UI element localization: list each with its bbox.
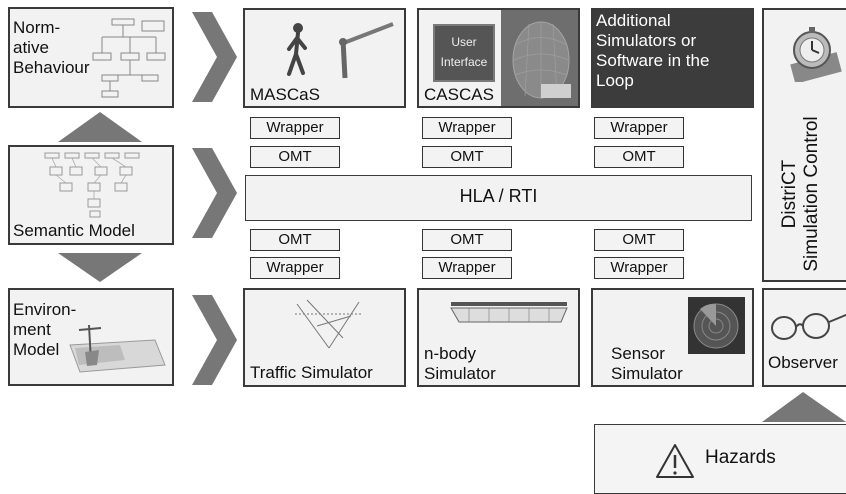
traffic-simulator-label: Traffic Simulator — [250, 363, 373, 382]
stopwatch-icon — [790, 27, 842, 82]
right-arrow-environment — [192, 295, 237, 385]
behaviour-tree-thumbnail — [92, 18, 166, 98]
normative-behaviour-box: Norm- ative Behaviour — [8, 7, 174, 108]
ship-thumbnail — [450, 302, 568, 323]
pedestrian-crane-thumbnail — [287, 22, 394, 79]
sensor-simulator-box: Sensor Simulator — [591, 288, 754, 387]
nbody-simulator-box: n-body Simulator — [417, 288, 580, 387]
semantic-graph-thumbnail — [44, 152, 140, 218]
omt-mascas-top: OMT — [250, 146, 340, 168]
wrapper-mascas-top: Wrapper — [250, 117, 340, 139]
additional-simulators-box: Additional Simulators or Software in the… — [591, 8, 754, 108]
hla-rti-bus: HLA / RTI — [245, 175, 752, 221]
wrapper-additional-top: Wrapper — [594, 117, 684, 139]
glasses-icon — [771, 313, 846, 340]
wrapper-cascas-top: Wrapper — [422, 117, 512, 139]
simulation-control-label: DistriCT Simulation Control — [779, 116, 822, 272]
mascas-box: MASCaS — [243, 8, 406, 108]
omt-sensor-bottom: OMT — [594, 229, 684, 251]
wrapper-sensor-bottom: Wrapper — [594, 257, 684, 279]
omt-traffic-bottom: OMT — [250, 229, 340, 251]
additional-simulators-label: Additional Simulators or Software in the… — [596, 11, 710, 90]
hla-rti-label: HLA / RTI — [459, 186, 538, 206]
normative-behaviour-label: Norm- ative Behaviour — [13, 18, 90, 77]
observer-label: Observer — [768, 353, 838, 372]
hazards-box: Hazards — [594, 424, 846, 494]
user-interface-label: User Interface — [440, 35, 488, 69]
sensor-simulator-label: Sensor Simulator — [611, 344, 683, 383]
omt-nbody-bottom: OMT — [422, 229, 512, 251]
mascas-label: MASCaS — [250, 85, 320, 104]
traffic-simulator-box: Traffic Simulator — [243, 288, 406, 387]
up-arrow-hazards-to-observer — [762, 392, 846, 422]
radar-display-icon — [688, 297, 745, 354]
up-arrow-semantic-to-normative — [58, 112, 142, 142]
terrain-thumbnail — [69, 324, 166, 373]
face-wireframe — [512, 21, 571, 99]
down-arrow-semantic-to-environment — [58, 253, 142, 282]
omt-cascas-top: OMT — [422, 146, 512, 168]
nbody-simulator-label: n-body Simulator — [424, 344, 496, 383]
omt-additional-top: OMT — [594, 146, 684, 168]
cascas-label: CASCAS — [424, 85, 494, 104]
hazards-label: Hazards — [705, 447, 776, 468]
simulation-control-box: DistriCT Simulation Control — [762, 8, 846, 282]
warning-triangle-icon — [656, 444, 694, 478]
wrapper-traffic-bottom: Wrapper — [250, 257, 340, 279]
cascas-box: User Interface CASCAS — [417, 8, 580, 108]
environment-model-box: Environ- ment Model — [8, 288, 174, 386]
semantic-model-label: Semantic Model — [13, 221, 135, 240]
user-interface-panel: User Interface — [433, 24, 495, 82]
wrapper-nbody-bottom: Wrapper — [422, 257, 512, 279]
right-arrow-normative — [192, 12, 237, 102]
observer-box: Observer — [762, 288, 846, 387]
face-model-image — [501, 10, 578, 106]
traffic-trajectory-thumbnail — [295, 299, 361, 349]
semantic-model-box: Semantic Model — [8, 145, 174, 245]
right-arrow-semantic — [192, 148, 237, 238]
environment-model-label: Environ- ment Model — [13, 300, 77, 359]
